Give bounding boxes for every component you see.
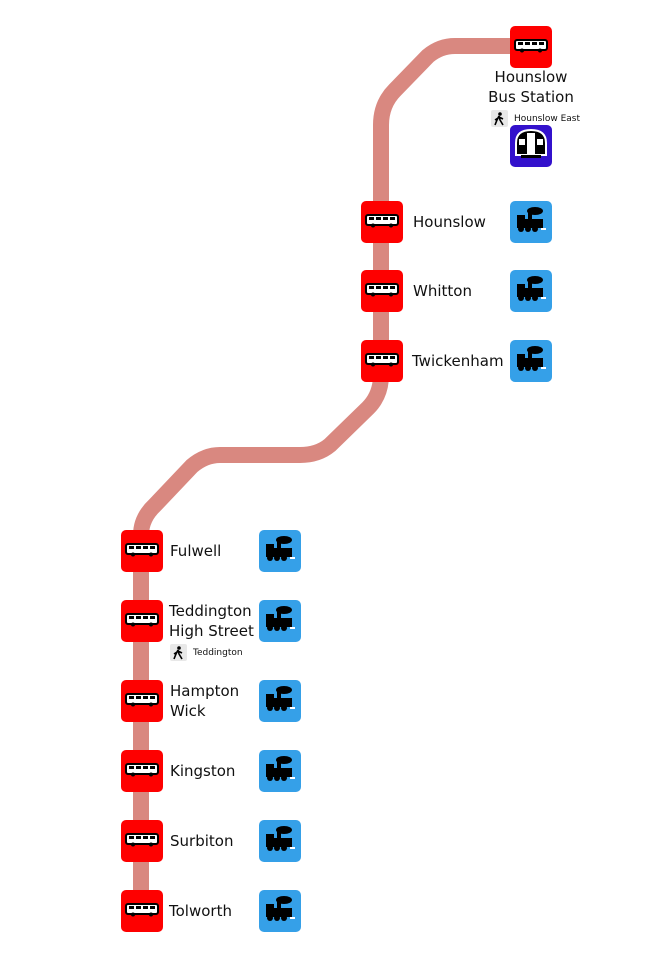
bus-icon [365, 213, 399, 232]
rail-connection[interactable] [259, 750, 301, 792]
bus-icon [125, 902, 159, 921]
stop-name-line: Wick [170, 702, 206, 720]
stop-name-line: Hampton [170, 682, 240, 700]
stop-name-line: Twickenham [412, 352, 504, 370]
underground-icon [513, 127, 549, 165]
stop-name-line: Hounslow [494, 68, 568, 86]
stop-name-line: Teddington [169, 602, 252, 620]
interchange-station[interactable]: Teddington [193, 647, 243, 658]
stop-name-line: Tolworth [169, 902, 232, 920]
underground-connection[interactable] [510, 125, 552, 167]
stop-name-line: Bus Station [488, 88, 574, 106]
interchange-note: Teddington [170, 644, 243, 661]
stop-name-line: Surbiton [170, 832, 234, 850]
stop-name: Kingston [170, 761, 235, 781]
train-icon [263, 825, 297, 857]
bus-icon [125, 762, 159, 781]
rail-connection[interactable] [510, 340, 552, 382]
rail-connection[interactable] [510, 201, 552, 243]
bus-icon [125, 612, 159, 631]
route-path [133, 38, 531, 910]
train-icon [263, 895, 297, 927]
train-icon [263, 685, 297, 717]
train-icon [514, 275, 548, 307]
stop-name: Twickenham [412, 351, 504, 371]
rail-connection[interactable] [259, 820, 301, 862]
rail-connection[interactable] [259, 600, 301, 642]
bus-stop-badge[interactable] [121, 600, 163, 642]
bus-stop-badge[interactable] [361, 201, 403, 243]
bus-stop-badge[interactable] [121, 750, 163, 792]
interchange-station[interactable]: Hounslow East [514, 113, 581, 124]
walking-icon [491, 110, 508, 127]
stop-name: Tolworth [169, 901, 232, 921]
train-icon [514, 206, 548, 238]
stop-name-line: High Street [169, 622, 254, 640]
interchange-note: Hounslow East [491, 110, 580, 127]
bus-stop-badge[interactable] [121, 530, 163, 572]
stop-name: Fulwell [170, 541, 221, 561]
bus-icon [365, 282, 399, 301]
bus-icon [125, 692, 159, 711]
bus-stop-badge[interactable] [121, 680, 163, 722]
bus-stop-badge[interactable] [361, 340, 403, 382]
bus-icon [125, 542, 159, 561]
stop-name-line: Fulwell [170, 542, 222, 560]
rail-connection[interactable] [259, 890, 301, 932]
bus-stop-badge[interactable] [121, 820, 163, 862]
train-icon [263, 535, 297, 567]
stop-name: Surbiton [170, 831, 233, 851]
stop-name-line: Hounslow [413, 213, 486, 231]
bus-stop-badge[interactable] [361, 270, 403, 312]
train-icon [514, 345, 548, 377]
walking-icon [170, 644, 187, 661]
rail-connection[interactable] [510, 270, 552, 312]
bus-stop-badge[interactable] [121, 890, 163, 932]
stop-name: Hounslow [413, 212, 486, 232]
train-icon [263, 755, 297, 787]
bus-stop-badge[interactable] [510, 26, 552, 68]
bus-icon [125, 832, 159, 851]
stop-name: Whitton [413, 281, 472, 301]
rail-connection[interactable] [259, 530, 301, 572]
bus-icon [514, 38, 548, 57]
bus-icon [365, 352, 399, 371]
train-icon [263, 605, 297, 637]
stop-name-line: Kingston [170, 762, 236, 780]
rail-connection[interactable] [259, 680, 301, 722]
stop-name-line: Whitton [413, 282, 472, 300]
